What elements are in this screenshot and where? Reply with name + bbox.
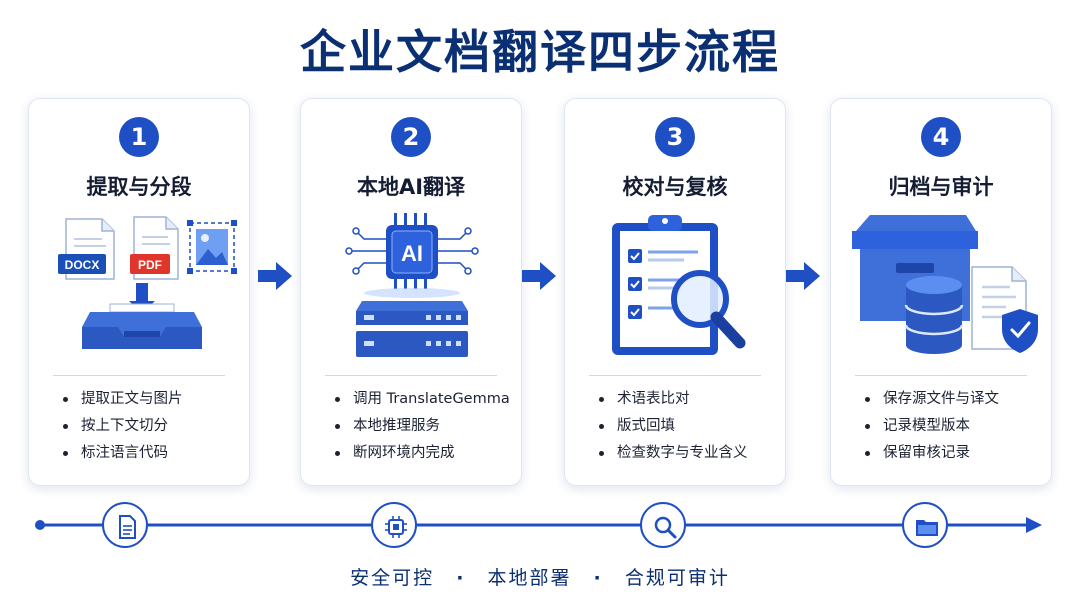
- footer-tagline: 安全可控 · 本地部署 · 合规可审计: [0, 563, 1080, 590]
- divider: [325, 375, 497, 376]
- shield-check-icon: [1002, 309, 1038, 353]
- image-file-icon: [187, 220, 237, 274]
- step-number-badge: 3: [655, 117, 695, 157]
- divider: [53, 375, 225, 376]
- step-card-review: 3 校对与复核: [564, 98, 786, 486]
- bullet-list: 提取正文与图片 按上下文切分 标注语言代码: [61, 390, 243, 471]
- list-item: 本地推理服务: [333, 417, 515, 444]
- list-item: 保存源文件与译文: [863, 390, 1045, 417]
- folder-icon: [916, 520, 938, 536]
- docx-file-icon: DOCX: [58, 218, 115, 280]
- database-icon: [904, 276, 964, 354]
- step-card-archive: 4 归档与审计 保存: [830, 98, 1052, 486]
- page-title: 企业文档翻译四步流程: [300, 25, 780, 79]
- step-card-translate: 2 本地AI翻译 AI: [300, 98, 522, 486]
- list-item: 标注语言代码: [61, 444, 243, 471]
- docx-label: DOCX: [65, 258, 100, 272]
- step-number-badge: 1: [119, 117, 159, 157]
- footer-item-security: 安全可控: [350, 567, 435, 589]
- list-item: 术语表比对: [597, 390, 779, 417]
- step-card-extract: 1 提取与分段 DOCX PDF: [28, 98, 250, 486]
- bullet-list: 调用 TranslateGemma 本地推理服务 断网环境内完成: [333, 390, 515, 471]
- chip-icon: [385, 516, 407, 538]
- divider: [589, 375, 761, 376]
- document-extraction-illustration: DOCX PDF: [58, 216, 237, 349]
- arrow-right-icon: [786, 262, 820, 290]
- pdf-label: PDF: [138, 258, 162, 272]
- step-title: 本地AI翻译: [356, 175, 466, 199]
- timeline-line: [35, 517, 1042, 533]
- list-item: 提取正文与图片: [61, 390, 243, 417]
- bullet-list: 保存源文件与译文 记录模型版本 保留审核记录: [863, 390, 1045, 471]
- timeline-node-document: [102, 502, 148, 548]
- step-title: 提取与分段: [86, 175, 192, 199]
- footer-separator: ·: [456, 567, 466, 589]
- bullet-list: 术语表比对 版式回填 检查数字与专业含义: [597, 390, 779, 471]
- step-title: 校对与复核: [622, 175, 728, 199]
- server-icon: [356, 301, 468, 357]
- archive-illustration: [852, 215, 1038, 354]
- list-item: 调用 TranslateGemma: [333, 390, 515, 417]
- list-item: 记录模型版本: [863, 417, 1045, 444]
- chip-label: AI: [401, 241, 423, 266]
- magnifier-icon: [671, 270, 746, 349]
- footer-separator: ·: [593, 567, 603, 589]
- footer-item-compliance: 合规可审计: [624, 567, 730, 589]
- list-item: 版式回填: [597, 417, 779, 444]
- arrow-right-icon: [522, 262, 556, 290]
- timeline-node-folder: [902, 502, 948, 548]
- list-item: 按上下文切分: [61, 417, 243, 444]
- timeline-node-magnifier: [640, 502, 686, 548]
- step-number-badge: 4: [921, 117, 961, 157]
- footer-item-local: 本地部署: [487, 567, 572, 589]
- document-icon: [119, 515, 136, 539]
- ai-server-illustration: AI: [345, 213, 479, 357]
- divider: [855, 375, 1027, 376]
- pdf-file-icon: PDF: [130, 216, 179, 280]
- list-item: 检查数字与专业含义: [597, 444, 779, 471]
- arrow-right-icon: [258, 262, 292, 290]
- list-item: 保留审核记录: [863, 444, 1045, 471]
- timeline-node-chip: [371, 502, 417, 548]
- step-title: 归档与审计: [888, 175, 994, 199]
- magnifier-icon: [654, 516, 677, 539]
- inbox-tray-icon: [82, 303, 202, 349]
- list-item: 断网环境内完成: [333, 444, 515, 471]
- clipboard-review-illustration: [612, 215, 746, 355]
- step-number-badge: 2: [391, 117, 431, 157]
